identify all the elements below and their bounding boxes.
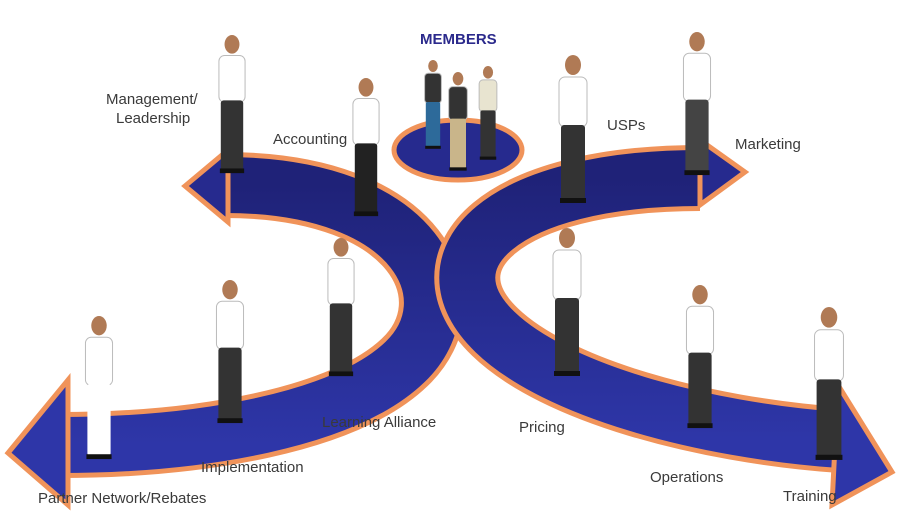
label-leadership: Leadership [116,110,191,127]
person-figure [682,32,712,176]
person-figure [215,280,245,424]
person-figure [448,72,468,171]
label-management: Management/ [106,91,198,108]
person-figure [814,307,844,460]
person-figure [218,35,246,174]
person-figure [685,285,715,429]
person-figure [552,228,582,376]
label-operations: Operations [650,469,724,486]
label-learning-alliance: Learning Alliance [322,414,437,431]
label-training: Training [783,488,837,505]
left-top-arrowhead [181,144,231,228]
members-title: MEMBERS [420,31,497,48]
label-marketing: Marketing [735,136,801,153]
label-usps: USPs [607,117,646,134]
person-figure [84,316,114,460]
person-figure [478,66,498,160]
person-figure [424,60,442,149]
label-pricing: Pricing [519,419,565,436]
label-implementation: Implementation [201,459,304,476]
label-accounting: Accounting [273,131,348,148]
person-figure [327,238,355,377]
label-partner-network: Partner Network/Rebates [38,490,207,507]
person-figure [558,55,588,203]
person-figure [352,78,380,217]
left-bottom-arrowhead [4,373,71,511]
